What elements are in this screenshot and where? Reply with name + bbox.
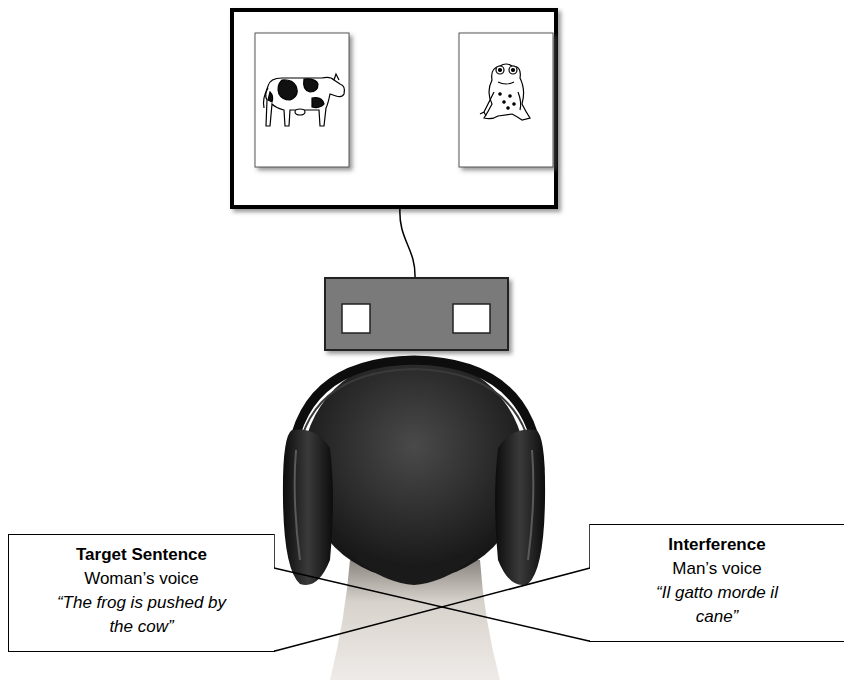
cow-drawing <box>264 74 345 126</box>
response-box <box>325 278 508 350</box>
picture-card <box>255 33 349 167</box>
callout-heading: Target Sentence <box>52 543 232 567</box>
response-button <box>453 304 490 333</box>
response-button <box>342 304 370 333</box>
callout-pointer <box>274 568 590 641</box>
monitor-screen <box>232 10 556 207</box>
callout-box: Target SentenceWoman’s voice“The frog is… <box>8 534 274 652</box>
callout-heading: Interference <box>642 533 792 557</box>
callout-pointer <box>274 568 590 651</box>
spoken-sentence: “The frog is pushed by the cow” <box>52 591 232 639</box>
speaker-label: Man’s voice <box>642 557 792 581</box>
frog-drawing <box>480 64 530 120</box>
listener-head <box>283 356 545 680</box>
speaker-label: Woman’s voice <box>52 567 232 591</box>
picture-card <box>459 33 553 167</box>
spoken-sentence: “Il gatto morde il cane” <box>642 581 792 629</box>
callout-box: InterferenceMan’s voice“Il gatto morde i… <box>590 524 844 642</box>
cable <box>400 207 415 278</box>
